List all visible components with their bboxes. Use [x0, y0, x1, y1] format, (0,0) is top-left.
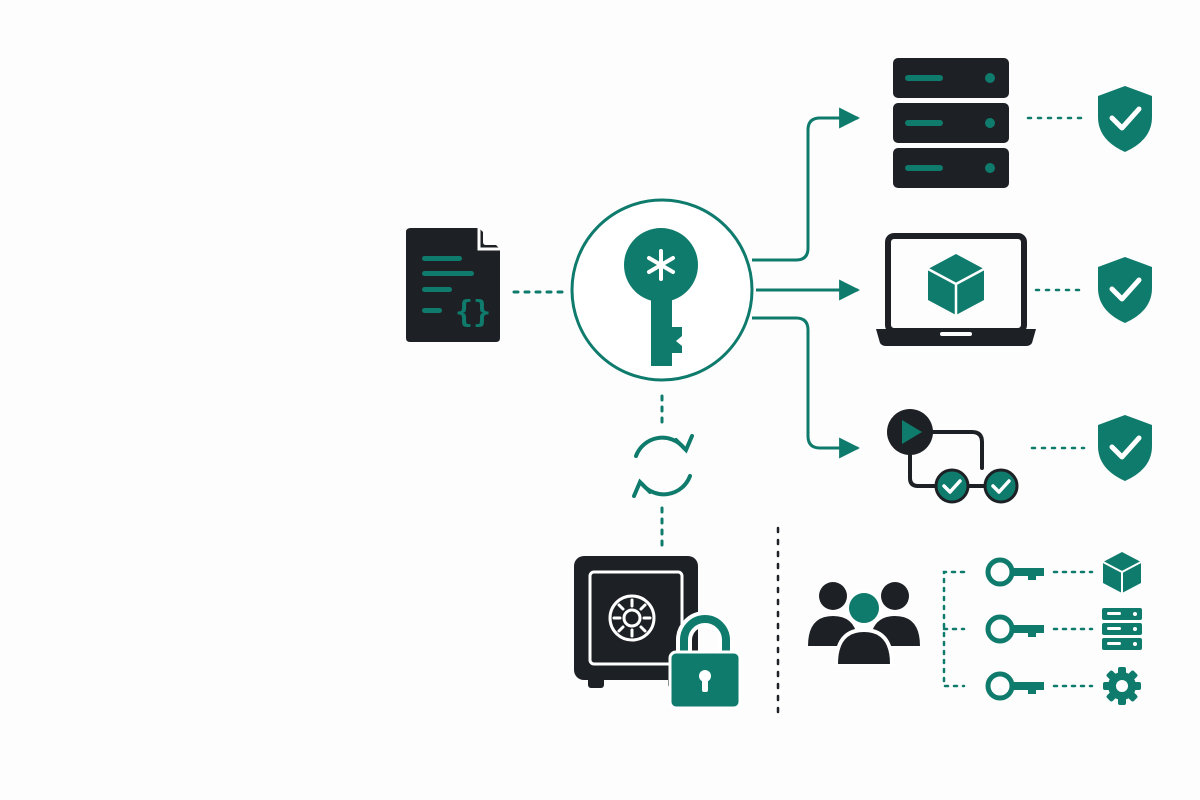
key-to-server-arrow — [752, 107, 861, 262]
secret-key-node — [570, 198, 754, 382]
team-access-bracket — [942, 570, 966, 688]
svg-text:{}: {} — [455, 295, 491, 330]
shield-check-icon — [1098, 86, 1152, 152]
cube-icon — [927, 254, 985, 315]
key-to-pipeline-arrow — [752, 316, 861, 459]
padlock-icon — [668, 611, 742, 710]
pipeline-icon — [887, 409, 1019, 504]
laptop-container-icon — [876, 233, 1036, 346]
key-icon — [985, 557, 1044, 587]
code-file-icon: {} — [406, 228, 500, 342]
server-icon — [1102, 608, 1142, 650]
key-icon — [985, 671, 1044, 701]
shield-check-icon — [1098, 415, 1152, 481]
connectors — [512, 107, 1094, 718]
gear-icon — [1103, 667, 1141, 705]
users-group-icon — [808, 582, 920, 666]
server-rack-icon — [893, 58, 1009, 188]
key-icon — [985, 614, 1044, 644]
shield-check-icon — [1098, 257, 1152, 323]
key-asterisk-icon — [624, 228, 698, 366]
refresh-icon — [632, 434, 694, 498]
cube-icon — [1102, 552, 1142, 593]
